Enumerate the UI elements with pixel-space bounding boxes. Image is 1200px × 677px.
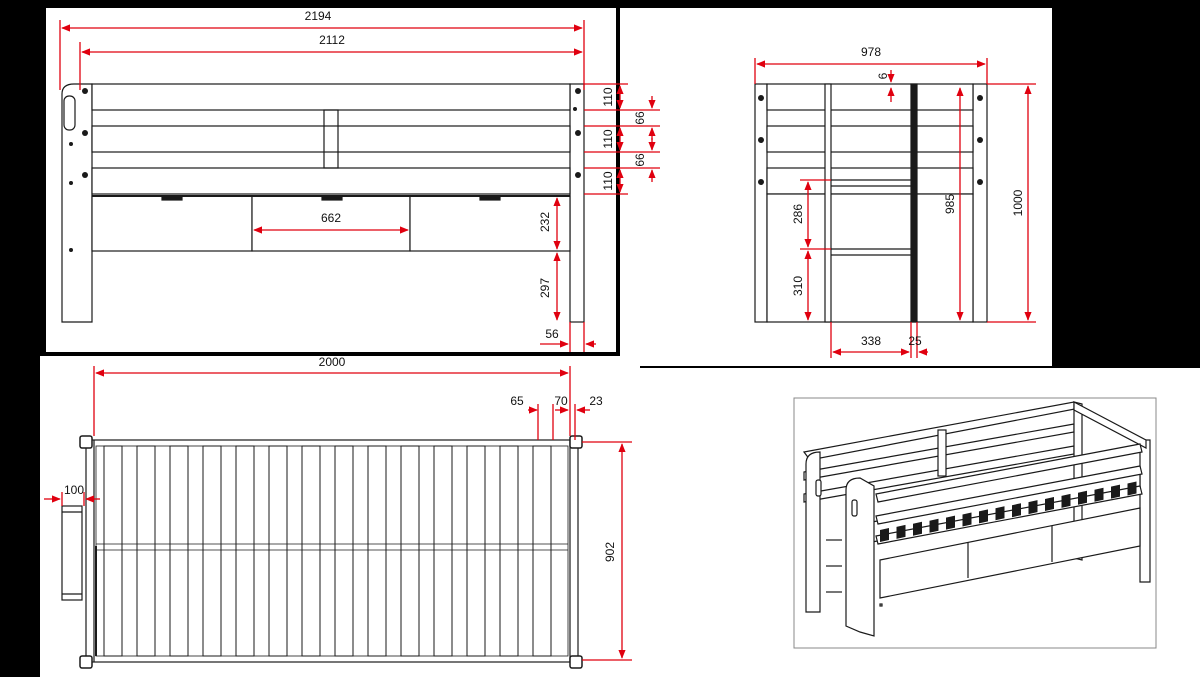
slat bbox=[268, 445, 288, 657]
top-view-slats bbox=[103, 445, 552, 657]
perspective-slat bbox=[1094, 487, 1104, 502]
dim-side-width: 978 bbox=[861, 45, 881, 59]
dim-total-height: 1000 bbox=[1011, 189, 1025, 216]
perspective-slat bbox=[946, 515, 955, 530]
perspective-slat bbox=[1045, 497, 1054, 511]
slat bbox=[136, 445, 156, 657]
front-view-labels: 2194 2112 110 110 110 66 66 662 232 297 … bbox=[305, 9, 647, 341]
top-view-dimensions bbox=[44, 366, 632, 661]
dim-overall-width: 2194 bbox=[305, 9, 332, 23]
slat bbox=[334, 445, 354, 657]
perspective-slat bbox=[1078, 490, 1087, 505]
perspective-slat bbox=[880, 528, 889, 542]
dim-rail-gap-1: 66 bbox=[633, 111, 647, 125]
top-view-labels: 2000 65 70 23 902 100 bbox=[64, 355, 617, 562]
dim-ladder-step-upper: 286 bbox=[791, 204, 805, 224]
side-view-dimensions bbox=[754, 58, 1036, 358]
slat bbox=[367, 445, 387, 657]
perspective-slat bbox=[1111, 484, 1120, 499]
slat bbox=[235, 445, 255, 657]
dim-rail-gap-2: 66 bbox=[633, 153, 647, 167]
slat bbox=[466, 445, 486, 657]
dim-bed-length: 2000 bbox=[319, 355, 346, 369]
dim-ladder-offset: 338 bbox=[861, 334, 881, 348]
slat bbox=[433, 445, 453, 657]
perspective-slat bbox=[1127, 481, 1137, 496]
dim-ladder-depth: 100 bbox=[64, 483, 84, 497]
perspective-slat bbox=[1061, 493, 1071, 508]
side-view bbox=[754, 83, 988, 323]
front-view bbox=[61, 83, 585, 323]
dim-rail-bottom: 110 bbox=[601, 171, 615, 190]
dim-bed-width: 902 bbox=[603, 542, 617, 562]
side-view-labels: 978 6 985 1000 286 310 338 25 bbox=[791, 45, 1025, 348]
slat bbox=[499, 445, 519, 657]
perspective-slat bbox=[962, 512, 972, 527]
dim-ladder-board: 25 bbox=[908, 334, 922, 348]
perspective-slat bbox=[913, 521, 922, 536]
slat bbox=[202, 445, 222, 657]
perspective-slat bbox=[979, 509, 988, 524]
slat bbox=[301, 445, 321, 657]
perspective-slat bbox=[1028, 500, 1038, 515]
dim-rail-23: 23 bbox=[589, 394, 603, 408]
perspective-slat bbox=[1012, 503, 1021, 518]
perspective-view bbox=[793, 397, 1157, 649]
perspective-slat bbox=[896, 524, 906, 539]
perspective-slat bbox=[995, 506, 1005, 521]
perspective-slat bbox=[929, 518, 939, 533]
dim-top-offset: 6 bbox=[876, 72, 890, 79]
slat bbox=[169, 445, 189, 657]
slat bbox=[532, 445, 552, 657]
dim-drawer-width: 662 bbox=[321, 211, 341, 225]
dim-drawer-height: 232 bbox=[538, 212, 552, 232]
slat bbox=[400, 445, 420, 657]
dim-rail-65: 65 bbox=[510, 394, 524, 408]
perspective-slats bbox=[880, 481, 1137, 542]
front-view-dimensions bbox=[59, 20, 660, 352]
dim-floor-clearance: 297 bbox=[538, 278, 552, 298]
dim-ladder-step-lower: 310 bbox=[791, 276, 805, 296]
dim-post-width: 56 bbox=[545, 327, 559, 341]
dim-inner-width: 2112 bbox=[319, 33, 345, 47]
dim-ladder-height: 985 bbox=[943, 194, 957, 214]
dim-rail-70: 70 bbox=[554, 394, 568, 408]
top-view bbox=[61, 435, 583, 669]
dim-rail-top: 110 bbox=[601, 87, 615, 106]
slat bbox=[103, 445, 123, 657]
dim-rail-middle: 110 bbox=[601, 129, 615, 148]
